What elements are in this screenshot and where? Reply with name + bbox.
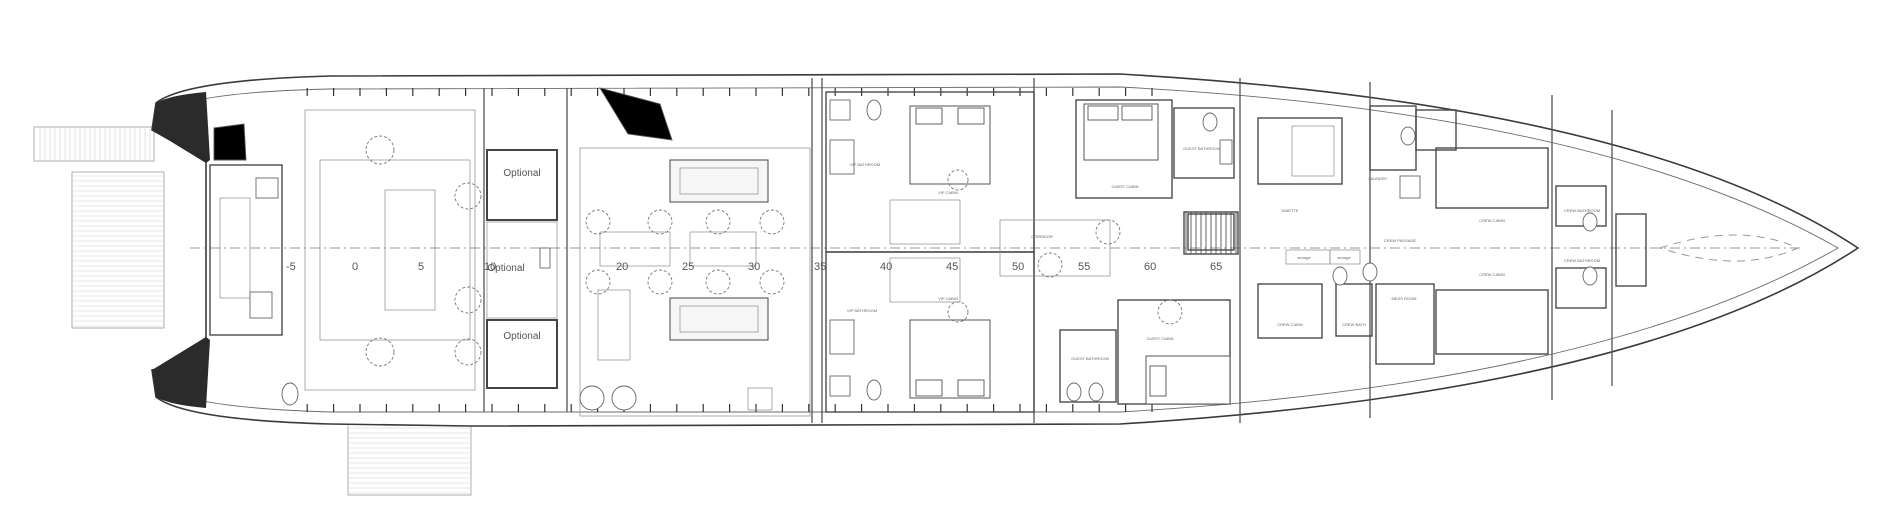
frame-number-labels: -5 0 5 10 20 25 30 35 40 45 50 55 60 65 — [286, 261, 1222, 273]
room-vip-bathroom-lower: VIP BATHROOM — [847, 308, 877, 313]
main-stair — [1183, 211, 1239, 255]
room-crew-bathroom-lower: CREW BATHROOM — [1564, 258, 1600, 263]
room-storage-2: storage — [1337, 255, 1351, 260]
frame-number-10: 50 — [1012, 261, 1024, 273]
room-guest-cabin-lower: GUEST CABIN — [1146, 336, 1173, 341]
aft-bulwark-lower — [152, 337, 210, 408]
frame-number-13: 65 — [1210, 261, 1222, 273]
frame-number-4: 20 — [616, 261, 628, 273]
optional-label-upper: Optional — [503, 168, 540, 179]
room-laundry: LAUNDRY — [1368, 176, 1387, 181]
room-guest-bathroom-lower: GUEST BATHROOM — [1071, 356, 1109, 361]
corridor-area: CORRIDOR — [999, 211, 1239, 278]
room-vip-cabin-lower: VIP CABIN — [938, 296, 958, 301]
aft-bulwark-upper — [152, 92, 210, 163]
frame-ticks — [306, 88, 1153, 412]
room-storage-1: storage — [1297, 255, 1311, 260]
guest-cabins: GUEST CABIN GUEST BATHROOM GUEST CABIN G… — [1059, 99, 1235, 405]
frame-number-3: 10 — [484, 261, 496, 273]
room-crew-bathroom-mid: CREW BATH — [1342, 322, 1366, 327]
frame-number-6: 30 — [748, 261, 760, 273]
frame-number-7: 35 — [814, 261, 826, 273]
room-crew-cabin-mid: CREW CABIN — [1277, 322, 1303, 327]
room-mess-room: MESS ROOM — [1392, 296, 1417, 301]
room-crew-bathroom-upper: CREW BATHROOM — [1564, 208, 1600, 213]
frame-number-5: 25 — [682, 261, 694, 273]
hull-inner-line — [164, 86, 1839, 413]
room-crew-passage: CREW PASSAGE — [1384, 238, 1416, 243]
optional-area: Optional Optional Optional — [486, 149, 558, 389]
engine-lower — [669, 297, 769, 341]
optional-box-lower — [486, 319, 558, 389]
frame-number-8: 40 — [880, 261, 892, 273]
room-crew-cabin-upper: CREW CABIN — [1479, 218, 1505, 223]
frame-number-9: 45 — [946, 261, 958, 273]
optional-box-upper — [486, 149, 558, 221]
crew-area: DINETTE LAUNDRY CREW PASSAGE storage sto… — [1257, 105, 1647, 365]
passerelle — [33, 126, 155, 162]
frame-number-12: 60 — [1144, 261, 1156, 273]
optional-label-middle: Optional — [487, 263, 524, 274]
room-vip-bathroom-upper: VIP BATHROOM — [850, 162, 880, 167]
frame-number-0: -5 — [286, 261, 296, 273]
room-corridor: CORRIDOR — [1031, 234, 1053, 239]
room-vip-cabin-upper: VIP CABIN — [938, 190, 958, 195]
room-guest-cabin-upper: GUEST CABIN — [1111, 184, 1138, 189]
frame-number-2: 5 — [418, 261, 424, 273]
frame-number-1: 0 — [352, 261, 358, 273]
room-guest-bathroom-upper: GUEST BATHROOM — [1183, 146, 1221, 151]
hull-outline — [151, 73, 1860, 427]
engine-upper — [669, 159, 769, 203]
optional-label-lower: Optional — [503, 331, 540, 342]
vip-suite: VIP BATHROOM VIP CABIN VIP BATHROOM VIP … — [825, 91, 1035, 413]
lazarette — [209, 109, 482, 406]
engine-room — [579, 87, 811, 417]
forepeak-outline — [1659, 234, 1800, 262]
frame-number-11: 55 — [1078, 261, 1090, 273]
room-crew-cabin-lower: CREW CABIN — [1479, 272, 1505, 277]
room-dinette: DINETTE — [1281, 208, 1298, 213]
swim-platform-aft — [71, 171, 165, 329]
